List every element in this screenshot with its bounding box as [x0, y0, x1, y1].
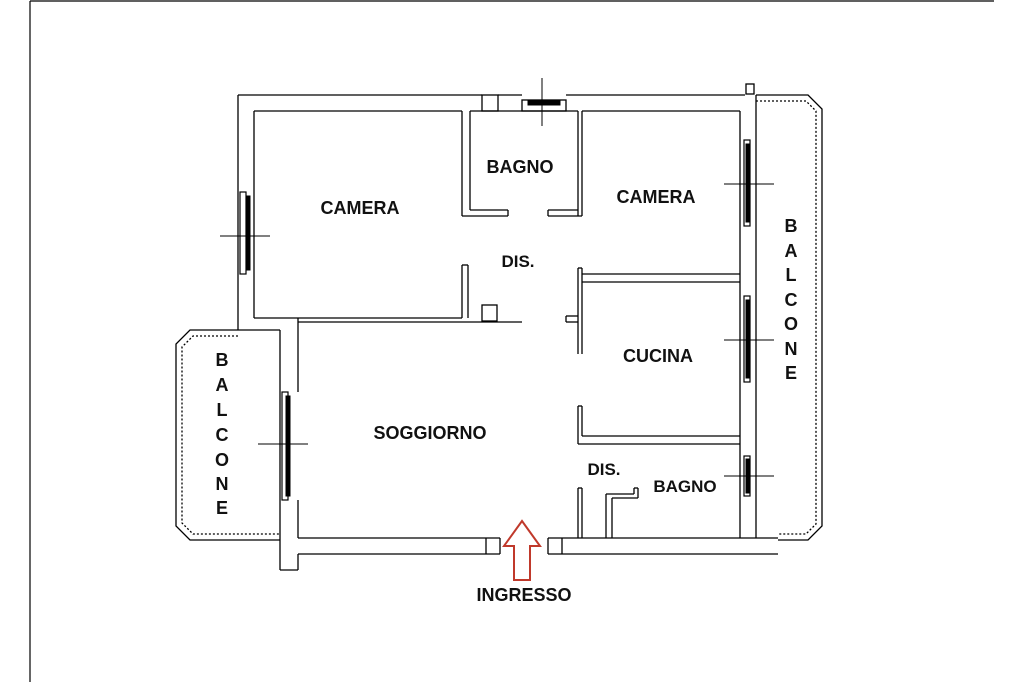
- balcony-left-letter: N: [216, 474, 229, 494]
- room-label-camera-right: CAMERA: [617, 187, 696, 207]
- walls: [237, 94, 778, 571]
- room-label-bagno-top: BAGNO: [487, 157, 554, 177]
- wall-elements: [481, 83, 755, 112]
- room-label-camera-left: CAMERA: [321, 198, 400, 218]
- balcony-left-letter: A: [216, 375, 229, 395]
- room-label-dis-top: DIS.: [501, 252, 534, 271]
- balcony-left-letter: O: [215, 450, 229, 470]
- balcony-right-letter: L: [786, 265, 797, 285]
- windows: [220, 78, 774, 501]
- balcony-label-left: B A L C O N E: [215, 350, 229, 518]
- balcony-right-letter: B: [785, 216, 798, 236]
- balcony-left-letter: E: [216, 498, 228, 518]
- balcony-left-letter: L: [217, 400, 228, 420]
- balcony-right-letter: E: [785, 363, 797, 383]
- balcony-right-letter: A: [785, 241, 798, 261]
- room-label-bagno-bottom: BAGNO: [653, 477, 716, 496]
- page-frame: [29, 0, 994, 682]
- balcony-right-letter: N: [785, 339, 798, 359]
- balcony-right-letter: O: [784, 314, 798, 334]
- room-label-cucina: CUCINA: [623, 346, 693, 366]
- entrance-arrow: [502, 519, 542, 581]
- balcony-right-letter: C: [785, 290, 798, 310]
- balcony-left: [175, 329, 280, 541]
- room-label-soggiorno: SOGGIORNO: [373, 423, 486, 443]
- balcony-left-letter: C: [216, 425, 229, 445]
- balcony-left-letter: B: [216, 350, 229, 370]
- balcony-right: [756, 94, 823, 541]
- entrance-label: INGRESSO: [476, 585, 571, 605]
- room-label-dis-bottom: DIS.: [587, 460, 620, 479]
- balcony-label-right: B A L C O N E: [784, 216, 798, 383]
